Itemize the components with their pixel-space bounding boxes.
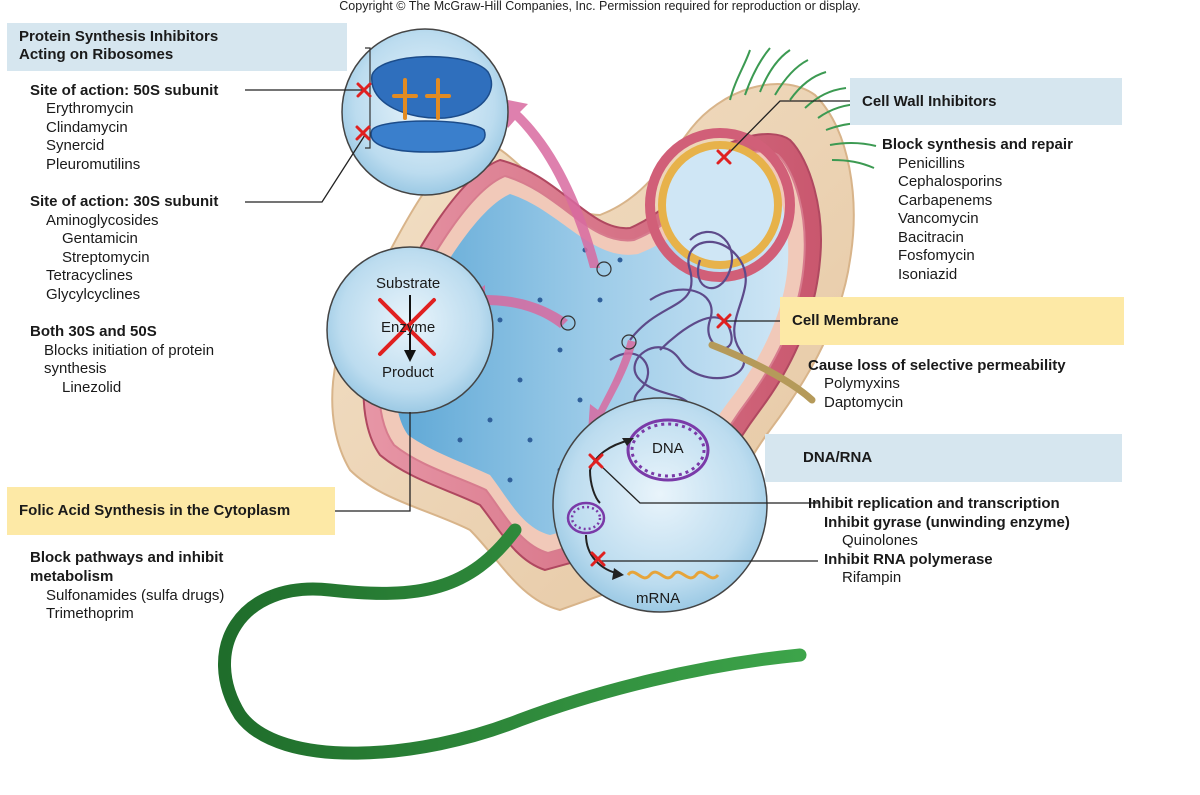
mrna-strand bbox=[626, 570, 720, 580]
dna-rna-heading: DNA/RNA bbox=[803, 449, 873, 466]
dna-rna-heading-box: DNA/RNA bbox=[765, 434, 1122, 482]
copyright-notice: Copyright © The McGraw-Hill Companies, I… bbox=[339, 0, 861, 13]
cell-membrane-heading: Cell Membrane bbox=[792, 312, 899, 329]
drug-glycylcyclines: Glycylcyclines bbox=[46, 286, 141, 303]
substrate-label: Substrate bbox=[376, 275, 441, 292]
drug-gentamicin: Gentamicin bbox=[62, 230, 138, 247]
drug-linezolid: Linezolid bbox=[62, 379, 122, 396]
cell-wall-heading: Cell Wall Inhibitors bbox=[862, 93, 997, 110]
drug-pleuromutilins: Pleuromutilins bbox=[46, 156, 141, 173]
both-subunits-desc-1: Blocks initiation of protein bbox=[44, 342, 215, 359]
site-50s-title: Site of action: 50S subunit bbox=[30, 82, 219, 99]
protein-synthesis-heading-line1: Protein Synthesis Inhibitors bbox=[19, 28, 219, 45]
leader-lines bbox=[245, 89, 852, 562]
drug-synercid: Synercid bbox=[46, 137, 105, 154]
cell-wall-desc: Block synthesis and repair bbox=[882, 136, 1073, 153]
drug-trimethoprim: Trimethoprim bbox=[46, 605, 134, 622]
drug-penicillins: Penicillins bbox=[898, 155, 965, 172]
cell-membrane-desc: Cause loss of selective permeability bbox=[808, 357, 1066, 374]
folic-acid-heading: Folic Acid Synthesis in the Cytoplasm bbox=[19, 502, 291, 519]
protein-synthesis-heading-box: Protein Synthesis Inhibitors Acting on R… bbox=[7, 23, 347, 71]
drug-clindamycin: Clindamycin bbox=[46, 119, 128, 136]
plasmid-ring bbox=[566, 501, 606, 535]
drug-carbapenems: Carbapenems bbox=[898, 192, 993, 209]
site-30s-title: Site of action: 30S subunit bbox=[30, 193, 219, 210]
dna-label: DNA bbox=[652, 440, 684, 457]
cell-membrane-heading-box: Cell Membrane bbox=[780, 297, 1124, 345]
pili-hairs bbox=[729, 47, 877, 169]
drug-vancomycin: Vancomycin bbox=[898, 210, 979, 227]
drug-rifampin: Rifampin bbox=[842, 569, 902, 586]
dna-ring bbox=[626, 418, 710, 482]
drug-bacitracin: Bacitracin bbox=[898, 229, 964, 246]
flagellum bbox=[218, 523, 807, 760]
drug-aminoglycosides: Aminoglycosides bbox=[46, 212, 159, 229]
both-subunits-desc-2: synthesis bbox=[44, 360, 107, 377]
dna-rna-line1: Inhibit replication and transcription bbox=[808, 495, 1060, 512]
product-label: Product bbox=[382, 364, 434, 381]
drug-erythromycin: Erythromycin bbox=[46, 100, 134, 117]
dna-rna-line2: Inhibit gyrase (unwinding enzyme) bbox=[824, 514, 1070, 531]
inhibition-marks bbox=[355, 82, 732, 567]
both-subunits-title: Both 30S and 50S bbox=[30, 323, 157, 340]
pilus-stalk bbox=[708, 341, 816, 404]
drug-cephalosporins: Cephalosporins bbox=[898, 173, 1003, 190]
drug-fosfomycin: Fosfomycin bbox=[898, 247, 975, 264]
drug-quinolones: Quinolones bbox=[842, 532, 918, 549]
enzyme-label: Enzyme bbox=[381, 319, 436, 336]
folic-acid-desc-1: Block pathways and inhibit bbox=[30, 549, 224, 566]
cell-wall-heading-box: Cell Wall Inhibitors bbox=[850, 78, 1122, 125]
mrna-label: mRNA bbox=[636, 590, 681, 607]
drug-tetracyclines: Tetracyclines bbox=[46, 267, 133, 284]
drug-isoniazid: Isoniazid bbox=[898, 266, 958, 283]
dna-rna-line3: Inhibit RNA polymerase bbox=[824, 551, 993, 568]
drug-streptomycin: Streptomycin bbox=[62, 249, 150, 266]
cell-cross-section bbox=[658, 141, 782, 269]
folic-acid-desc-2: metabolism bbox=[30, 568, 114, 585]
ribosome-model bbox=[370, 55, 493, 153]
folic-acid-heading-box: Folic Acid Synthesis in the Cytoplasm bbox=[7, 487, 335, 535]
protein-synthesis-heading-line2: Acting on Ribosomes bbox=[19, 46, 174, 63]
dna-rna-inset bbox=[552, 397, 768, 613]
drug-polymyxins: Polymyxins bbox=[824, 375, 900, 392]
drug-daptomycin: Daptomycin bbox=[824, 394, 904, 411]
drug-sulfonamides: Sulfonamides (sulfa drugs) bbox=[46, 587, 225, 604]
